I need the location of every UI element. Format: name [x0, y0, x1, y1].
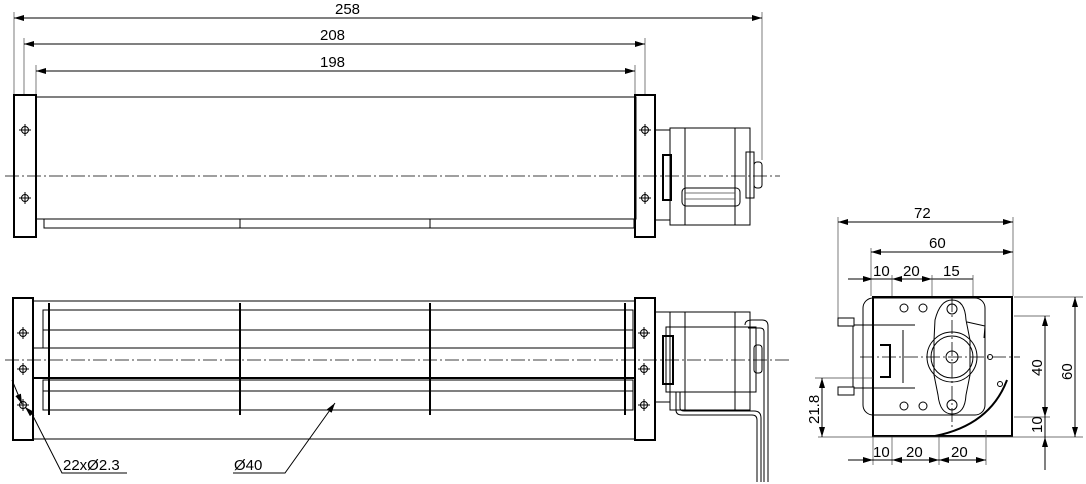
holes-callout: 22xØ2.3: [11, 379, 127, 474]
left-end-plate: [13, 94, 37, 238]
diameter-callout: Ø40: [233, 402, 336, 474]
dimension-258: 258: [14, 1, 762, 21]
svg-text:72: 72: [914, 205, 931, 222]
dim-label-208: 208: [320, 27, 345, 44]
holes-callout-label: 22xØ2.3: [63, 457, 120, 474]
side-view: 72 60 10 20 15: [806, 205, 1083, 470]
dimension-top-chain: 10 20 15: [848, 263, 974, 298]
svg-text:20: 20: [903, 263, 920, 280]
dimension-21-8: 21.8: [806, 378, 825, 437]
top-view: 258 208 198: [5, 1, 780, 238]
dimension-72: 72: [838, 205, 1013, 225]
svg-text:10: 10: [873, 263, 890, 280]
housing-body: [35, 96, 637, 220]
svg-text:10: 10: [873, 444, 890, 461]
svg-text:15: 15: [943, 263, 960, 280]
svg-text:21.8: 21.8: [806, 395, 823, 424]
dimension-40: 40: [1029, 316, 1048, 417]
svg-text:10: 10: [1029, 416, 1046, 433]
dimension-60-width: 60: [871, 235, 1013, 255]
motor-top: [654, 127, 763, 226]
side-frame: [872, 296, 1013, 437]
svg-text:20: 20: [906, 444, 923, 461]
motor-bracket: [933, 299, 971, 415]
right-end-plate: [634, 94, 656, 238]
dimension-198: 198: [36, 54, 635, 74]
dimension-10-vertical: 10: [1029, 416, 1048, 470]
dimension-60-height: 60: [1059, 297, 1078, 437]
svg-text:40: 40: [1029, 359, 1046, 376]
impeller: [32, 303, 636, 415]
front-view: 22xØ2.3 Ø40: [5, 297, 790, 482]
motor-front: [654, 311, 769, 482]
dim-label-198: 198: [320, 54, 345, 71]
diameter-callout-label: Ø40: [234, 457, 262, 474]
svg-text:60: 60: [929, 235, 946, 252]
dim-label-258: 258: [335, 1, 360, 18]
svg-text:60: 60: [1059, 363, 1076, 380]
svg-text:20: 20: [951, 444, 968, 461]
dimension-208: 208: [24, 27, 645, 47]
dimension-bottom-chain: 10 20 20: [848, 430, 987, 465]
